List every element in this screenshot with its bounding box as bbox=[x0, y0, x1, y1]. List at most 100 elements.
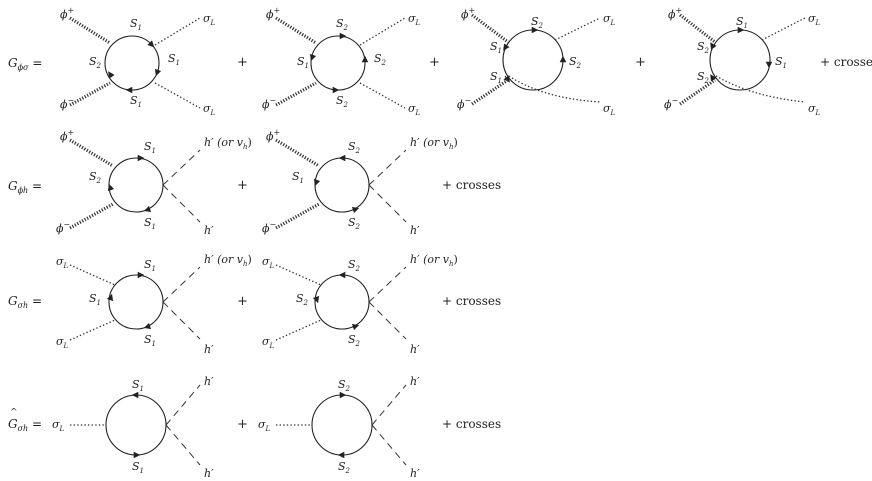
row-label-g-phi-sigma: Gϕσ = bbox=[8, 56, 42, 72]
svg-text:S2: S2 bbox=[348, 333, 361, 348]
svg-text:S1: S1 bbox=[775, 55, 787, 70]
svg-text:h′: h′ bbox=[410, 343, 420, 356]
svg-text:σL: σL bbox=[203, 102, 216, 117]
svg-text:S1: S1 bbox=[736, 15, 748, 30]
sigma-line bbox=[154, 82, 201, 109]
svg-text:S2: S2 bbox=[89, 55, 102, 70]
svg-text:S1: S1 bbox=[130, 17, 142, 32]
svg-text:h′: h′ bbox=[410, 467, 420, 480]
svg-text:h′ (or vh): h′ (or vh) bbox=[410, 136, 458, 151]
svg-text:S2: S2 bbox=[697, 70, 710, 85]
svg-text:S1: S1 bbox=[144, 140, 156, 155]
svg-text:S2: S2 bbox=[89, 170, 102, 185]
svg-text:S1: S1 bbox=[144, 216, 156, 231]
diagram-sigma-h-2: σL σL S2 S2 S2 h′ (or vh) h′ bbox=[262, 253, 458, 356]
svg-text:S2: S2 bbox=[348, 258, 361, 273]
svg-text:ϕ−: ϕ− bbox=[56, 220, 70, 235]
diagram-hat-sigma-h-1: σL S1 S1 h′ h′ bbox=[52, 375, 214, 480]
diagram-phi-sigma-1: ϕ+ ϕ− S1 S2 S1 S1 σL σL bbox=[60, 6, 216, 117]
svg-text:S1: S1 bbox=[292, 170, 304, 185]
svg-text:S2: S2 bbox=[336, 94, 349, 109]
svg-text:ϕ+: ϕ+ bbox=[60, 6, 74, 21]
row-label-g-sigma-h: Gσh = bbox=[8, 294, 42, 310]
svg-text:S2: S2 bbox=[531, 15, 544, 30]
svg-text:S1: S1 bbox=[132, 460, 144, 475]
plus-sign: + bbox=[429, 55, 440, 70]
plus-sign: + bbox=[237, 55, 248, 70]
svg-text:ϕ+: ϕ+ bbox=[266, 128, 280, 143]
plus-sign: + bbox=[237, 178, 248, 193]
svg-text:S1: S1 bbox=[89, 292, 101, 307]
svg-text:h′ (or vh): h′ (or vh) bbox=[410, 253, 458, 268]
diagram-phi-sigma-4: ϕ+ ϕ− S1 S2 S1 S2 σL σL bbox=[664, 6, 821, 117]
svg-text:ϕ−: ϕ− bbox=[60, 96, 74, 111]
svg-text:h′ (or vh): h′ (or vh) bbox=[204, 253, 252, 268]
crosses-label: + crosses bbox=[442, 178, 501, 192]
svg-text:σL: σL bbox=[408, 102, 421, 117]
svg-text:σL: σL bbox=[262, 335, 275, 350]
svg-text:σL: σL bbox=[56, 335, 69, 350]
svg-text:h′: h′ bbox=[204, 467, 214, 480]
phi-plus-line bbox=[69, 16, 111, 45]
crosses-label: + crosses bbox=[820, 55, 872, 69]
diagram-phi-h-2: ϕ+ ϕ− S2 S1 S2 h′ (or vh) h′ bbox=[262, 128, 458, 237]
plus-sign: + bbox=[635, 55, 646, 70]
row-g-phi-sigma: Gϕσ = ϕ+ ϕ− S1 S2 S1 S1 σL σL + bbox=[8, 6, 872, 117]
diagram-hat-sigma-h-2: σL S2 S2 h′ h′ bbox=[258, 375, 420, 480]
svg-text:σL: σL bbox=[262, 255, 275, 270]
row-label-g-hat-sigma-h: Gσh = bbox=[8, 417, 42, 433]
row-g-phi-h: Gϕh = ϕ+ ϕ− S1 S2 S1 h′ (or vh) h′ + bbox=[8, 128, 501, 237]
svg-text:S2: S2 bbox=[338, 460, 351, 475]
svg-text:σL: σL bbox=[203, 12, 216, 27]
crosses-label: + crosses bbox=[442, 417, 501, 431]
svg-text:S2: S2 bbox=[336, 17, 349, 32]
svg-text:ϕ+: ϕ+ bbox=[668, 6, 682, 21]
svg-text:S1: S1 bbox=[144, 333, 156, 348]
diagram-phi-sigma-2: ϕ+ ϕ− S2 S1 S2 S2 σL σL bbox=[262, 6, 421, 117]
svg-text:ϕ−: ϕ− bbox=[664, 96, 678, 111]
svg-text:ϕ+: ϕ+ bbox=[266, 6, 280, 21]
sigma-line bbox=[154, 17, 201, 46]
svg-text:σL: σL bbox=[808, 12, 821, 27]
svg-text:σL: σL bbox=[258, 418, 271, 433]
svg-text:ϕ+: ϕ+ bbox=[60, 128, 74, 143]
phi-minus-line bbox=[69, 81, 111, 107]
svg-text:S2: S2 bbox=[348, 140, 361, 155]
svg-text:ϕ−: ϕ− bbox=[262, 96, 276, 111]
svg-text:h′: h′ bbox=[204, 224, 214, 237]
svg-text:S1: S1 bbox=[490, 40, 502, 55]
svg-text:S1: S1 bbox=[490, 70, 502, 85]
svg-text:ϕ−: ϕ− bbox=[262, 220, 276, 235]
svg-text:S2: S2 bbox=[374, 52, 387, 67]
svg-text:h′: h′ bbox=[204, 375, 214, 388]
svg-text:σL: σL bbox=[52, 418, 65, 433]
svg-text:S2: S2 bbox=[296, 292, 309, 307]
svg-text:h′: h′ bbox=[410, 224, 420, 237]
svg-text:σL: σL bbox=[56, 255, 69, 270]
svg-text:σL: σL bbox=[603, 102, 616, 117]
svg-text:S1: S1 bbox=[144, 258, 156, 273]
svg-text:S1: S1 bbox=[297, 55, 309, 70]
svg-text:S1: S1 bbox=[130, 94, 142, 109]
plus-sign: + bbox=[237, 417, 248, 432]
svg-text:ϕ+: ϕ+ bbox=[461, 6, 475, 21]
diagram-phi-sigma-3: ϕ+ ϕ− S2 S1 S2 S1 σL σL bbox=[457, 6, 616, 117]
svg-text:S1: S1 bbox=[168, 52, 180, 67]
crosses-label: + crosses bbox=[442, 294, 501, 308]
diagram-sigma-h-1: σL σL S1 S1 S1 h′ (or vh) h′ bbox=[56, 253, 252, 356]
svg-text:h′: h′ bbox=[204, 343, 214, 356]
row-g-sigma-h: Gσh = σL σL S1 S1 S1 h′ (or vh) h′ + bbox=[8, 253, 501, 356]
svg-text:h′ (or vh): h′ (or vh) bbox=[204, 136, 252, 151]
svg-text:σL: σL bbox=[808, 102, 821, 117]
row-label-g-phi-h: Gϕh = bbox=[8, 179, 42, 195]
row-g-hat-sigma-h: Gσh = ^ σL S1 S1 h′ h′ + σL S2 S2 bbox=[8, 375, 501, 480]
svg-text:ϕ−: ϕ− bbox=[457, 96, 471, 111]
svg-text:h′: h′ bbox=[410, 375, 420, 388]
svg-text:S2: S2 bbox=[338, 378, 351, 393]
diagram-phi-h-1: ϕ+ ϕ− S1 S2 S1 h′ (or vh) h′ bbox=[56, 128, 252, 237]
svg-text:σL: σL bbox=[603, 12, 616, 27]
svg-text:S2: S2 bbox=[348, 216, 361, 231]
plus-sign: + bbox=[237, 294, 248, 309]
svg-text:S1: S1 bbox=[132, 378, 144, 393]
